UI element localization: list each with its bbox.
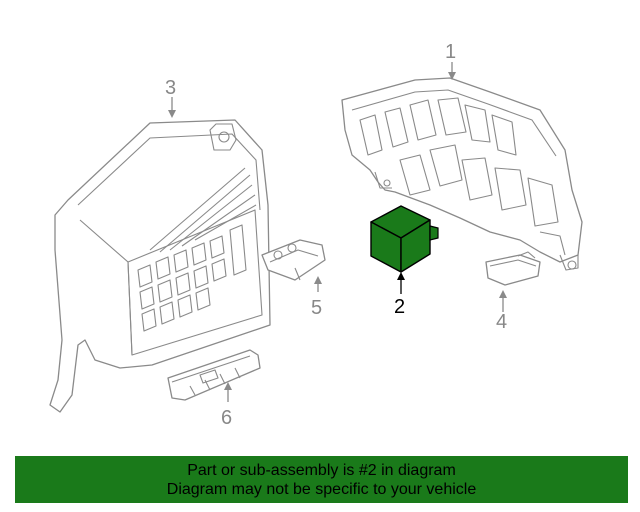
leader-2-arrowhead: [397, 272, 405, 280]
callout-4[interactable]: 4: [496, 311, 507, 333]
leader-4-arrowhead: [499, 290, 507, 298]
banner-line-2: Diagram may not be specific to your vehi…: [166, 481, 477, 498]
callout-5[interactable]: 5: [311, 297, 322, 319]
part-2-relay[interactable]: [370, 205, 439, 273]
leader-1-arrowhead: [448, 72, 456, 80]
callout-1[interactable]: 1: [445, 41, 456, 63]
part-3-fuse-box-cover[interactable]: [49, 119, 271, 413]
part-1-relay-panel[interactable]: [341, 77, 583, 271]
part-6-fuse-holder[interactable]: [167, 349, 261, 401]
callout-3[interactable]: 3: [165, 77, 176, 99]
info-banner: Part or sub-assembly is #2 in diagram Di…: [15, 456, 628, 503]
callout-6[interactable]: 6: [221, 407, 232, 429]
part-5-fuse[interactable]: [261, 239, 326, 281]
leader-3-arrowhead: [168, 110, 176, 118]
parts-diagram: 3 1 2: [49, 41, 583, 429]
leader-6-arrowhead: [224, 382, 232, 390]
leader-5-arrowhead: [314, 276, 322, 284]
callout-2[interactable]: 2: [394, 296, 405, 318]
banner-line-1: Part or sub-assembly is #2 in diagram: [187, 462, 456, 479]
part-4-connector[interactable]: [485, 251, 541, 286]
